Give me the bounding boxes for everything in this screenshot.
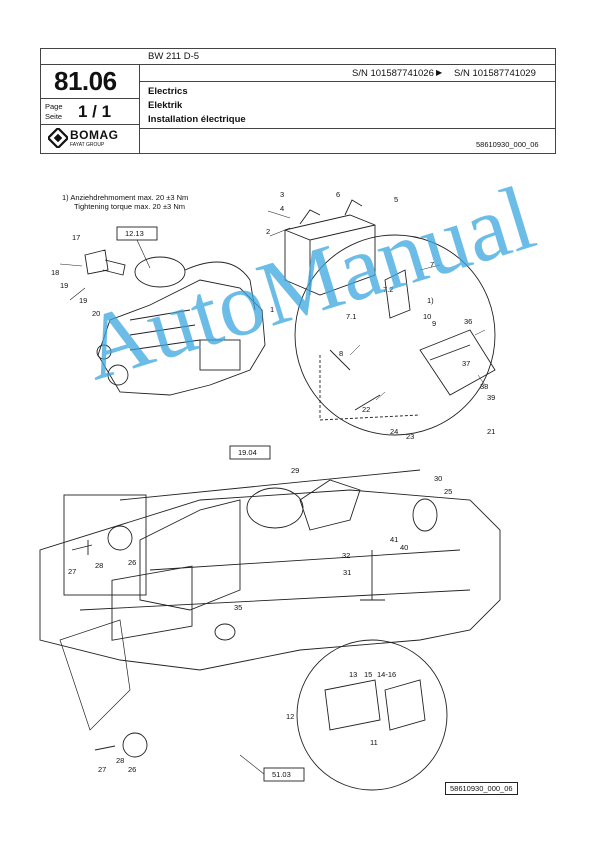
- page-value: 1 / 1: [78, 102, 112, 121]
- callout-13: 13: [349, 670, 358, 679]
- serial-arrow-icon: ▶: [436, 68, 443, 77]
- fuse-box-21: [419, 329, 496, 396]
- callout-27-upper: 27: [68, 567, 77, 576]
- section-divider: [40, 98, 140, 99]
- section-number: 81.06: [54, 66, 117, 96]
- callout-19b: 19: [79, 296, 88, 305]
- callout-39: 39: [487, 393, 496, 402]
- callout-32: 32: [342, 551, 351, 560]
- callout-36: 36: [464, 317, 473, 326]
- callout-22: 22: [362, 405, 371, 414]
- callout-4: 4: [280, 204, 285, 213]
- chassis-frame: [39, 469, 501, 671]
- component-25: [412, 498, 438, 532]
- callout-11: 11: [370, 738, 378, 747]
- serial-to: S/N 101587741029: [454, 68, 536, 79]
- battery-illustration: [284, 199, 376, 296]
- brand-sub: FAYAT GROUP: [70, 142, 105, 148]
- ref-box-5103: [263, 767, 305, 782]
- ref-1904: 19.04: [238, 448, 257, 457]
- control-module: [384, 679, 426, 731]
- model-name: BW 211 D-5: [148, 51, 200, 62]
- callout-40: 40: [400, 543, 409, 552]
- bomag-logo: [46, 126, 70, 150]
- callout-14-16: 14-16: [377, 670, 397, 679]
- switch-panel: [324, 679, 381, 731]
- sensor-bracket: [84, 249, 126, 276]
- callout-9: 9: [432, 319, 437, 328]
- left-column-divider: [40, 64, 140, 154]
- callout-26-upper: 26: [128, 558, 137, 567]
- title-block-frame: [40, 48, 556, 154]
- torque-note-de: 1) Anziehdrehmoment max. 20 ±3 Nm: [62, 193, 189, 202]
- title-divider: [140, 128, 556, 129]
- title-fr: Installation électrique: [148, 114, 246, 125]
- callout-28-lower: 28: [116, 756, 125, 765]
- detail-circle-lower: [296, 639, 448, 791]
- title-de: Elektrik: [148, 100, 183, 111]
- callout-18: 18: [51, 268, 60, 277]
- engine-illustration: [96, 256, 266, 396]
- page-label-en: Seite: [45, 112, 63, 121]
- serial-from: S/N 101587741026: [352, 68, 434, 79]
- torque-note-en: Tightening torque max. 20 ±3 Nm: [74, 202, 185, 211]
- callout-35: 35: [234, 603, 243, 612]
- title-block: 81.06 Page Seite 1 / 1 BOMAG FAYAT GROUP…: [40, 48, 556, 154]
- callout-7-1: 7.1: [346, 312, 357, 321]
- callout-27-lower: 27: [98, 765, 107, 774]
- callout-7-2: 7.2: [383, 285, 394, 294]
- callout-29: 29: [291, 466, 300, 475]
- callout-17: 17: [72, 233, 81, 242]
- ref-1213: 12.13: [125, 229, 144, 238]
- alternator: [246, 487, 304, 529]
- brand-name: BOMAG: [70, 128, 119, 142]
- callout-26-lower: 26: [128, 765, 137, 774]
- callout-25: 25: [444, 487, 453, 496]
- callout-23: 23: [406, 432, 415, 441]
- callout-5: 5: [394, 195, 399, 204]
- callout-21: 21: [487, 427, 496, 436]
- callout-38: 38: [480, 382, 489, 391]
- callout-torque-mark: 1): [427, 296, 434, 305]
- callout-24: 24: [390, 427, 399, 436]
- callout-15: 15: [364, 670, 373, 679]
- callout-28-upper: 28: [95, 561, 104, 570]
- ref-box-1904: [229, 445, 271, 460]
- bomag-diamond-icon: [46, 126, 70, 150]
- brand-divider: [40, 124, 140, 125]
- callout-31: 31: [343, 568, 352, 577]
- callout-2: 2: [266, 227, 271, 236]
- callout-19a: 19: [60, 281, 69, 290]
- page-label-de: Page: [45, 102, 63, 111]
- footer-code: 58610930_000_06: [445, 782, 518, 795]
- callout-8: 8: [339, 349, 344, 358]
- callout-12: 12: [286, 712, 295, 721]
- detail-box-left: [63, 494, 147, 596]
- ref-5103: 51.03: [272, 770, 291, 779]
- callout-20: 20: [92, 309, 101, 318]
- callout-37: 37: [462, 359, 471, 368]
- callout-3: 3: [280, 190, 285, 199]
- callout-7: 7: [430, 260, 435, 269]
- callout-30: 30: [434, 474, 443, 483]
- relay-7: [384, 269, 411, 319]
- exploded-parts-drawing: [39, 199, 501, 791]
- hub-26-lower: [122, 732, 148, 758]
- socket-35: [214, 623, 236, 641]
- serial-divider: [140, 81, 556, 82]
- callout-1: 1: [270, 305, 275, 314]
- title-en: Electrics: [148, 86, 188, 97]
- drawing-code: 58610930_000_06: [476, 140, 539, 149]
- top-row-divider: [40, 64, 556, 65]
- detail-circle-upper: [294, 234, 496, 436]
- callout-6: 6: [336, 190, 341, 199]
- callout-10: 10: [423, 312, 432, 321]
- callout-41: 41: [390, 535, 399, 544]
